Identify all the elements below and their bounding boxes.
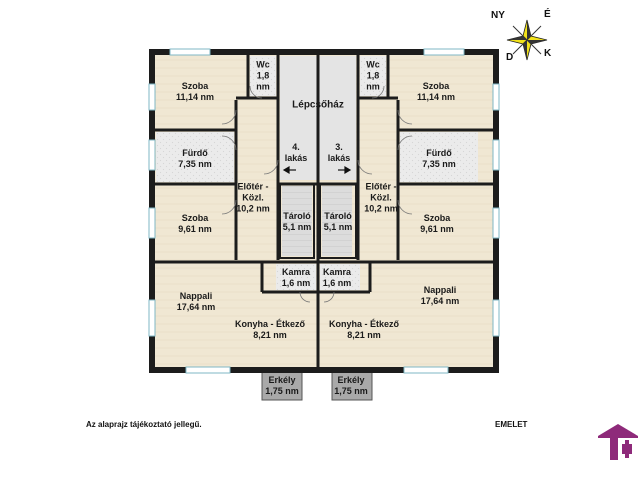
brand-logo <box>598 424 638 460</box>
storage-west-floor <box>282 186 312 256</box>
bathroom-west-floor <box>156 132 234 182</box>
disclaimer-text: Az alaprajz tájékoztató jellegű. <box>86 420 202 429</box>
compass-south-label: D <box>506 52 514 63</box>
compass-north-label: É <box>544 9 551 20</box>
compass-icon <box>506 19 548 61</box>
bathroom-east-floor <box>400 132 478 182</box>
room-label-eloter-west: Előtér -Közl.10,2 nm <box>236 181 270 214</box>
room-label-lakas-4: 4.lakás <box>284 142 308 163</box>
pantry-west-floor <box>276 264 316 290</box>
storage-east-floor <box>322 186 352 256</box>
compass-west-label: NY <box>491 10 505 21</box>
balcony-east <box>331 369 373 401</box>
wc-west-floor <box>250 56 276 96</box>
interior-walls <box>152 52 496 370</box>
wc-east-floor <box>360 56 386 96</box>
room-label-staircase: Lépcsőház <box>292 99 344 111</box>
floor-level-label: EMELET <box>495 420 528 429</box>
pantry-east-floor <box>320 264 360 290</box>
room-label-eloter-east: Előtér -Közl.10,2 nm <box>364 181 398 214</box>
compass-east-label: K <box>544 48 552 59</box>
windows <box>148 48 500 374</box>
room-label-lakas-3: 3.lakás <box>327 142 351 163</box>
balcony-west <box>261 369 303 401</box>
entry-arrows <box>282 165 352 175</box>
doors <box>221 85 413 303</box>
